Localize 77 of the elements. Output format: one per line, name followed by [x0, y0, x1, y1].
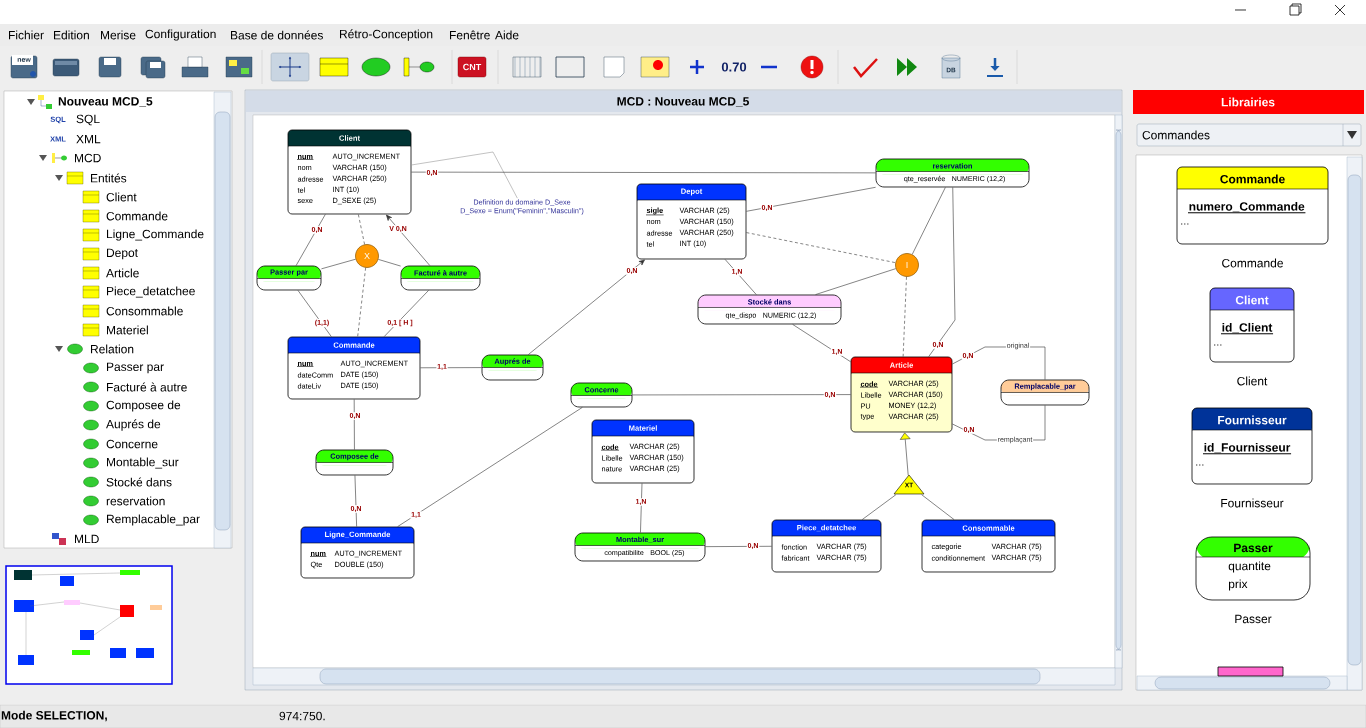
connector-line [928, 187, 956, 357]
connector-line [746, 187, 876, 212]
menu-item: Edition [54, 30, 89, 40]
connector-line [705, 546, 772, 547]
entity-box [1217, 666, 1284, 677]
menu-item: Fichier [9, 30, 44, 40]
tree-item: Passer par [107, 362, 164, 374]
panel-header: Librairies [1133, 90, 1364, 114]
connector-line [383, 290, 429, 337]
entity-box: Client id_Client ... [1209, 287, 1295, 363]
connector-line [386, 214, 431, 266]
menu-item: Aide [495, 30, 519, 40]
status-text: Mode SELECTION, [1, 710, 107, 722]
tree-item: Montable_sur [107, 457, 179, 469]
connector-line [358, 214, 365, 245]
connector-line [640, 483, 643, 533]
tree-item: Client [106, 192, 137, 202]
tree-item: Entités [91, 173, 127, 183]
connector-line [378, 259, 401, 267]
tree-item: XML [76, 134, 101, 144]
connector-line [295, 214, 326, 266]
tree-item: Remplacable_par [107, 514, 200, 526]
tree-item: Materiel [107, 325, 148, 335]
connector-line [746, 232, 896, 263]
connector-line [899, 432, 911, 476]
connector-line [420, 367, 482, 369]
menu-item: Base de données [231, 30, 323, 40]
tree-item: MCD [75, 153, 101, 163]
relation-box: Passer quantite prix [1195, 536, 1311, 601]
menu-item: Fenêtre [450, 30, 490, 40]
entity-box: Commande numero_Commande ... [1176, 166, 1329, 245]
tree-item: Nouveau MCD_5 [58, 97, 153, 107]
connector-line [632, 394, 851, 396]
tree-item: Piece_detatchee [107, 286, 195, 298]
tree-item: Concerne [106, 439, 158, 449]
menu-item: Rétro-Conception [340, 29, 433, 41]
caption-text: Commande [1222, 258, 1283, 268]
tree-item: reservation [106, 496, 165, 506]
dropdown-field: Commandes [1136, 123, 1362, 147]
tree-item: Facturé à autre [107, 382, 187, 392]
tree-item: Auprés de [106, 419, 161, 431]
entity-box: Fournisseur id_Fournisseur ... [1191, 407, 1313, 485]
window-title-bar: MCD : Nouveau MCD_5 [246, 91, 1121, 112]
connector-line [902, 276, 907, 357]
tree-item: Ligne_Commande [107, 229, 204, 241]
status-text: 974:750. [279, 711, 325, 721]
connector-line [297, 290, 332, 337]
tree-item: MLD [75, 534, 99, 544]
tree-item: Consommable [106, 306, 183, 316]
connector-line [397, 407, 583, 527]
connector-line [724, 259, 757, 295]
menu-item: Merise [101, 30, 136, 40]
tree-item: Article [106, 268, 139, 278]
toolbar-button: CNT [457, 56, 487, 78]
connector-line [792, 324, 851, 363]
tree-item: Depot [107, 248, 138, 260]
connector-line [911, 187, 946, 255]
connector-line [354, 475, 357, 527]
tree-item: Commande [106, 211, 168, 221]
connector-line [861, 494, 897, 520]
tree-item: SQL [76, 114, 100, 126]
connector-line [411, 171, 876, 174]
tree-item: Relation [91, 344, 134, 354]
menu-item: Configuration [145, 29, 216, 41]
tree-item: Composee de [106, 400, 181, 412]
connector-line [411, 151, 518, 199]
zoom-level-text: 0.70 [721, 62, 747, 72]
caption-text: Client [1237, 376, 1268, 386]
connector-line [815, 268, 897, 295]
connector-line [321, 258, 356, 270]
caption-text: Fournisseur [1221, 498, 1284, 508]
tree-item: Stocké dans [106, 477, 172, 487]
caption-text: Passer [1235, 614, 1272, 624]
connector-line [528, 259, 645, 355]
connector-line [357, 267, 366, 337]
connector-line [353, 399, 355, 450]
connector-line [921, 494, 955, 520]
